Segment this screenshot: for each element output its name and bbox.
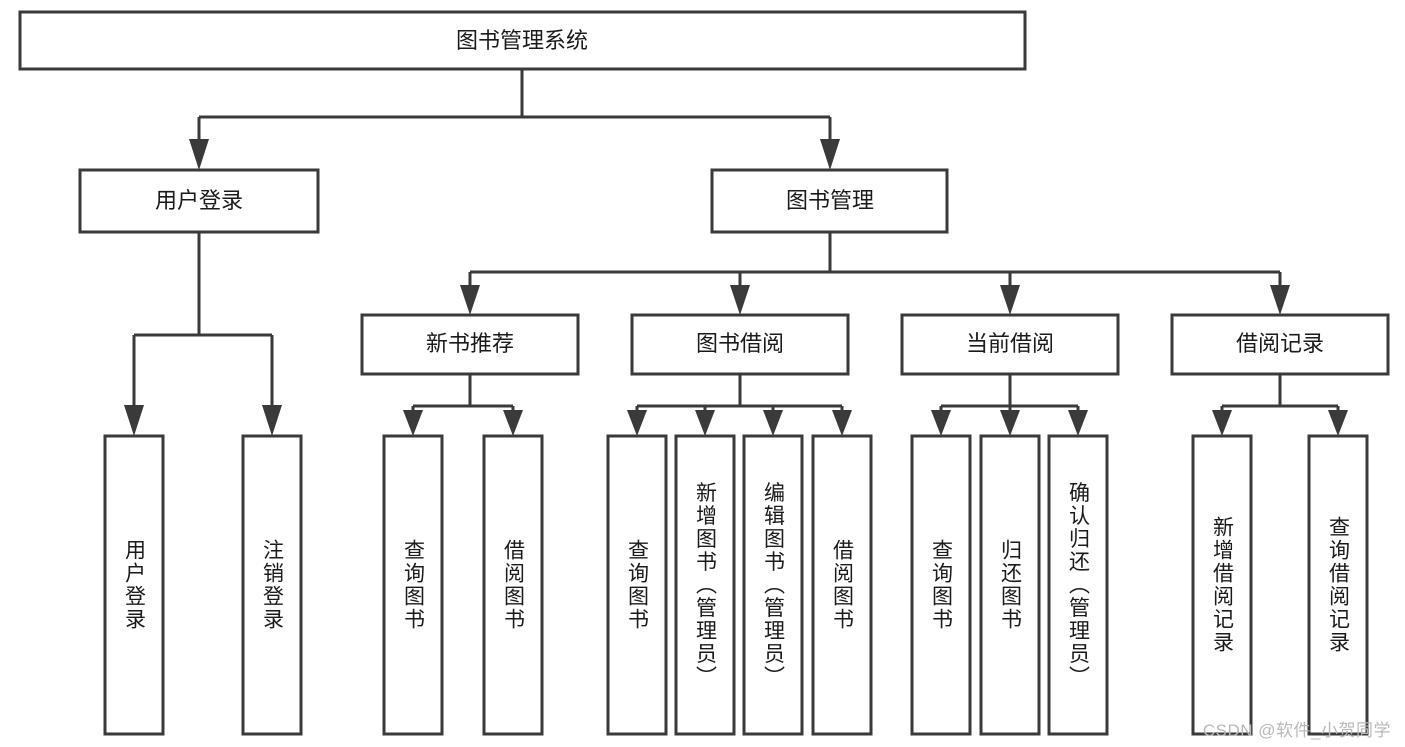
- leaf-new-book-borrow[interactable]: 借阅图书: [482, 434, 544, 736]
- node-root-system[interactable]: 图书管理系统: [18, 10, 1027, 71]
- leaf-book-borrow-edit[interactable]: 编辑图书（管理员）: [742, 434, 804, 736]
- node-borrow-record-box[interactable]: [1170, 313, 1390, 376]
- leaf-book-borrow-edit-label: 编辑图书（管理员）: [762, 482, 786, 689]
- leaf-book-borrow-add-label: 新增图书（管理员）: [694, 482, 718, 689]
- arrow-head-current-borrow: [1000, 285, 1020, 315]
- leaf-current-borrow-confirm[interactable]: 确认归还（管理员）: [1047, 434, 1109, 736]
- leaf-book-borrow-add-box[interactable]: [674, 434, 736, 736]
- leaf-current-borrow-query-box[interactable]: [910, 434, 972, 736]
- leaf-current-borrow-query[interactable]: 查询图书: [910, 434, 972, 736]
- leaf-current-borrow-return-label: 归还图书: [999, 539, 1023, 631]
- node-book-borrow-box[interactable]: [630, 313, 850, 376]
- leaf-user-login-logout[interactable]: 注销登录: [241, 434, 303, 736]
- leaf-book-borrow-borrow-box[interactable]: [811, 434, 873, 736]
- leaf-current-borrow-confirm-box[interactable]: [1047, 434, 1109, 736]
- node-borrow-record[interactable]: 借阅记录: [1170, 313, 1390, 376]
- leaf-current-borrow-return[interactable]: 归还图书: [979, 434, 1041, 736]
- arrow-head-currentborrow-leaf-1: [931, 410, 951, 436]
- arrow-head-newbook-leaf-1: [403, 410, 423, 436]
- leaf-book-borrow-edit-box[interactable]: [742, 434, 804, 736]
- node-book-borrow-label: 图书借阅: [696, 331, 784, 356]
- node-current-borrow-label: 当前借阅: [966, 331, 1054, 356]
- leaf-book-borrow-borrow-label: 借阅图书: [831, 539, 855, 631]
- arrow-head-bookborrow-leaf-2: [695, 410, 715, 436]
- arrow-head-newbook-leaf-2: [503, 410, 523, 436]
- leaf-user-login-logout-label: 注销登录: [261, 539, 285, 631]
- leaf-current-borrow-query-label: 查询图书: [930, 539, 954, 631]
- node-book-borrow[interactable]: 图书借阅: [630, 313, 850, 376]
- leaf-user-login-logout-box[interactable]: [241, 434, 303, 736]
- leaf-book-borrow-add[interactable]: 新增图书（管理员）: [674, 434, 736, 736]
- leaf-current-borrow-confirm-label: 确认归还（管理员）: [1067, 482, 1091, 689]
- node-root-system-box[interactable]: [18, 10, 1027, 71]
- node-current-borrow[interactable]: 当前借阅: [900, 313, 1120, 376]
- leaf-borrow-record-add[interactable]: 新增借阅记录: [1191, 434, 1253, 736]
- leaf-user-login-login[interactable]: 用户登录: [103, 434, 165, 736]
- leaf-current-borrow-return-box[interactable]: [979, 434, 1041, 736]
- arrow-head-new-book: [460, 285, 480, 315]
- leaf-book-borrow-query-box[interactable]: [606, 434, 668, 736]
- leaf-book-borrow-borrow[interactable]: 借阅图书: [811, 434, 873, 736]
- leaf-user-login-login-box[interactable]: [103, 434, 165, 736]
- leaf-book-borrow-query[interactable]: 查询图书: [606, 434, 668, 736]
- arrow-head-book-manage: [820, 139, 840, 170]
- node-user-login-box[interactable]: [78, 168, 320, 234]
- leaf-borrow-record-add-label: 新增借阅记录: [1211, 516, 1235, 654]
- leaf-new-book-query-box[interactable]: [382, 434, 444, 736]
- arrow-head-user-login: [189, 139, 209, 170]
- arrow-head-borrowrecord-leaf-2: [1328, 410, 1348, 436]
- arrow-head-bookborrow-leaf-4: [832, 410, 852, 436]
- node-new-book-recommend-label: 新书推荐: [426, 331, 514, 356]
- node-new-book-recommend[interactable]: 新书推荐: [360, 313, 580, 376]
- arrow-head-borrowrecord-leaf-1: [1212, 410, 1232, 436]
- arrow-head-currentborrow-leaf-3: [1068, 410, 1088, 436]
- arrow-head-book-borrow: [730, 285, 750, 315]
- leaf-borrow-record-query-box[interactable]: [1307, 434, 1369, 736]
- leaf-new-book-query-label: 查询图书: [402, 539, 426, 631]
- leaf-new-book-query[interactable]: 查询图书: [382, 434, 444, 736]
- node-root-system-label: 图书管理系统: [456, 28, 588, 53]
- node-book-manage-box[interactable]: [710, 168, 949, 234]
- leaf-new-book-borrow-box[interactable]: [482, 434, 544, 736]
- leaf-borrow-record-add-box[interactable]: [1191, 434, 1253, 736]
- arrow-head-bookborrow-leaf-3: [763, 410, 783, 436]
- arrow-head-leaf-user-login: [124, 405, 144, 436]
- node-book-manage-label: 图书管理: [786, 188, 874, 213]
- node-user-login-label: 用户登录: [155, 188, 243, 213]
- node-book-manage[interactable]: 图书管理: [710, 168, 949, 234]
- node-borrow-record-label: 借阅记录: [1236, 331, 1324, 356]
- arrow-head-currentborrow-leaf-2: [1000, 410, 1020, 436]
- node-user-login[interactable]: 用户登录: [78, 168, 320, 234]
- arrow-head-leaf-logout: [262, 405, 282, 436]
- connectors-group: [124, 69, 1348, 436]
- node-new-book-recommend-box[interactable]: [360, 313, 580, 376]
- leaf-user-login-login-label: 用户登录: [123, 539, 147, 631]
- leaf-borrow-record-query[interactable]: 查询借阅记录: [1307, 434, 1369, 736]
- leaf-book-borrow-query-label: 查询图书: [626, 539, 650, 631]
- leaf-new-book-borrow-label: 借阅图书: [502, 539, 526, 631]
- node-current-borrow-box[interactable]: [900, 313, 1120, 376]
- leaf-borrow-record-query-label: 查询借阅记录: [1327, 516, 1351, 654]
- arrow-head-borrow-record: [1270, 285, 1290, 315]
- arrow-head-bookborrow-leaf-1: [627, 410, 647, 436]
